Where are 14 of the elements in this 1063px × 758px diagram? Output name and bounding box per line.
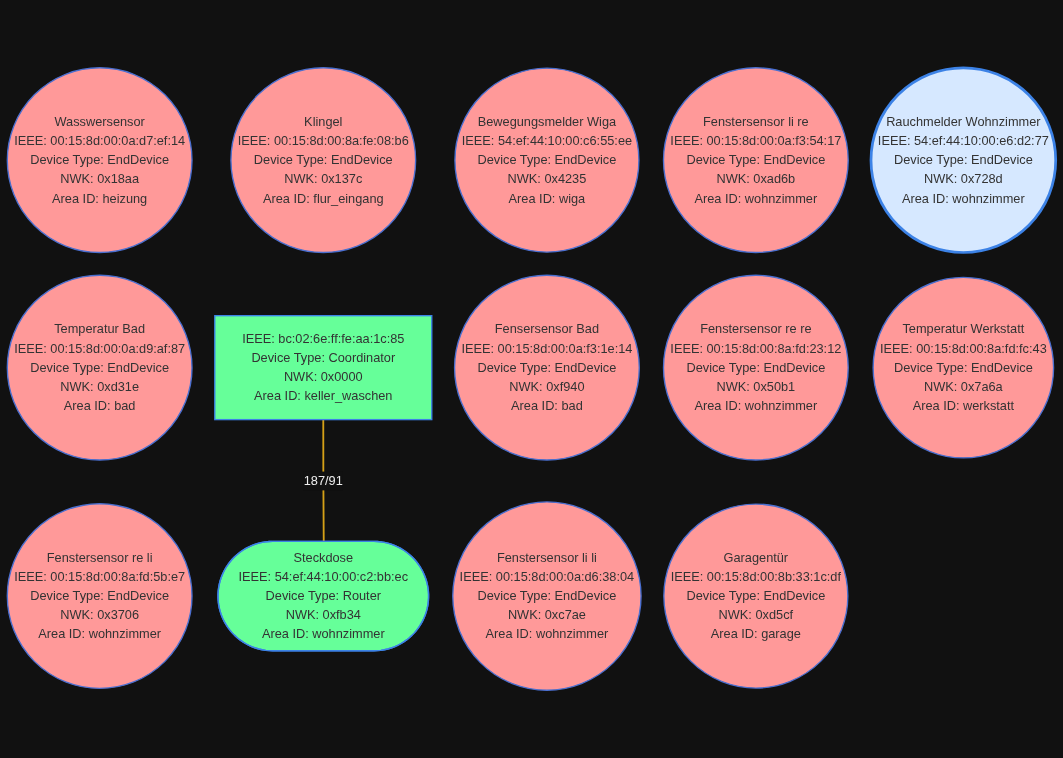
node-box: IEEE: bc:02:6e:ff:fe:aa:1c:85 Device Type: Coordinator NWK: 0x0000 Area ID: keller_waschen	[214, 315, 433, 421]
node-circle: Klingel IEEE: 00:15:8d:00:8a:fe:08:b6 Device Type: EndDevice NWK: 0x137c Area ID: flur_eingang	[230, 67, 417, 254]
node-circle: Fenstersensor re re IEEE: 00:15:8d:00:8a:fd:23:12 Device Type: EndDevice NWK: 0x50b1 Area ID: wohnzimmer	[662, 274, 849, 461]
node-circle: Temperatur Bad IEEE: 00:15:8d:00:0a:d9:af:87 Device Type: EndDevice NWK: 0xd31e Area ID: bad	[6, 274, 193, 461]
node-circle: Rauchmelder Wohnzimmer IEEE: 54:ef:44:10:00:e6:d2:77 Device Type: EndDevice NWK: 0x728d Area ID: wohnzimmer	[869, 66, 1058, 254]
node-circle: Fenstersensor li li IEEE: 00:15:8d:00:0a:d6:38:04 Device Type: EndDevice NWK: 0xc7ae Area ID: wohnzimmer	[452, 501, 642, 691]
node-circle: Fensersensor Bad IEEE: 00:15:8d:00:0a:f3:1e:14 Device Type: EndDevice NWK: 0xf940 Area ID: bad	[453, 274, 640, 461]
node-circle: Garagentür IEEE: 00:15:8d:00:8b:33:1c:df Device Type: EndDevice NWK: 0xd5cf Area ID: garage	[663, 503, 849, 689]
node-circle: Wasswersensor IEEE: 00:15:8d:00:0a:d7:ef:14 Device Type: EndDevice NWK: 0x18aa Area ID: heizung	[6, 67, 193, 254]
node-circle: Fenstersensor li re IEEE: 00:15:8d:00:0a:f3:54:17 Device Type: EndDevice NWK: 0xad6b Area ID: wohnzimmer	[662, 67, 849, 254]
node-circle: Bewegungsmelder Wiga IEEE: 54:ef:44:10:00:c6:55:ee Device Type: EndDevice NWK: 0x4235 Area ID: wiga	[454, 67, 640, 253]
edge-label: 187/91	[303, 473, 343, 488]
node-circle: Temperatur Werkstatt IEEE: 00:15:8d:00:8a:fd:fc:43 Device Type: EndDevice NWK: 0x7a6a Area ID: werkstatt	[872, 276, 1055, 459]
node-circle: Fenstersensor re li IEEE: 00:15:8d:00:8a:fd:5b:e7 Device Type: EndDevice NWK: 0x3706 Area ID: wohnzimmer	[6, 503, 193, 690]
